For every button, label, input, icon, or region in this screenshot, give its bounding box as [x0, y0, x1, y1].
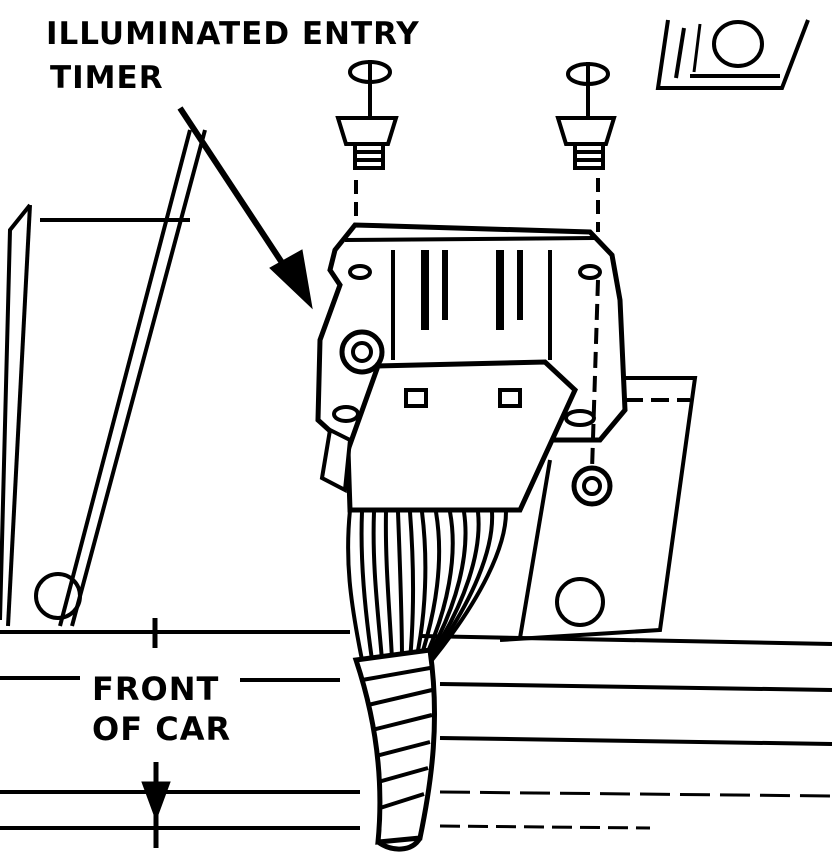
label-front-line2: OF CAR — [92, 710, 231, 748]
screw-right — [555, 62, 617, 232]
right-panel-hole — [555, 577, 605, 627]
car-floor — [0, 618, 832, 830]
screw-lower-right — [571, 279, 613, 507]
callout-arrow — [177, 106, 313, 310]
corner-bracket — [655, 19, 810, 90]
wiring-harness — [346, 509, 508, 662]
right-panel — [499, 376, 698, 642]
label-timer-line2: TIMER — [50, 60, 164, 96]
front-arrow — [141, 762, 171, 848]
cable-sheath — [352, 647, 437, 852]
left-panel-hole — [34, 572, 82, 620]
screw-left — [335, 60, 399, 230]
left-panel — [0, 129, 207, 627]
label-front-line1: FRONT — [92, 670, 219, 708]
timer-module — [315, 222, 628, 513]
bracket-hole — [712, 20, 764, 68]
label-timer-line1: ILLUMINATED ENTRY — [46, 16, 420, 52]
